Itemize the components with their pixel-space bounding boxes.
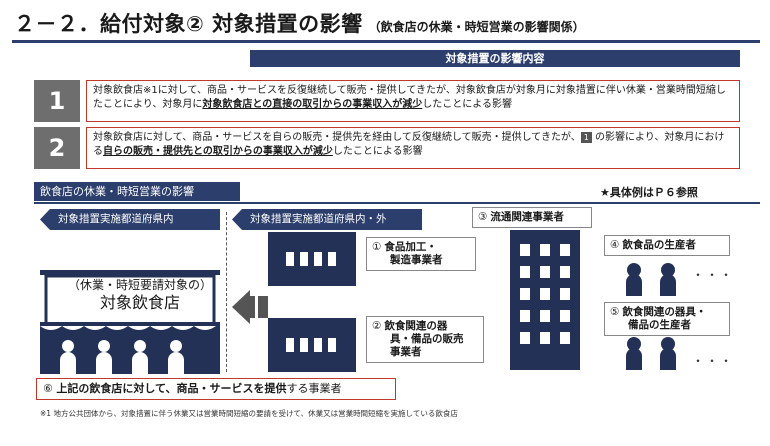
restaurant-label: （休業・時短要請対象の） 対象飲食店	[60, 277, 220, 311]
item-2-text-a: 対象飲食店に対して、商品・サービスを自らの販売・提供先を経由して反復継続して販売…	[93, 132, 581, 143]
arrow-right-shape	[232, 209, 422, 230]
producer-people-icon	[626, 263, 676, 296]
equipment-producer-people-icon	[626, 337, 676, 370]
supplier-text-rest: する事業者	[286, 382, 342, 395]
item-2-number: 2	[34, 127, 80, 169]
more-equipment-producers-dots: ・・・	[692, 354, 735, 368]
flow-arrow-icon	[232, 290, 268, 324]
item-1-text-a: 対象飲食店※1に対して、商品・サービスを反復継続して販売・提供してきたが、対象飲…	[93, 85, 726, 110]
region-divider	[226, 212, 227, 372]
footnote: ※1 地方公共団体から、対象措置に伴う休業又は営業時間短縮の要請を受けて、休業又…	[40, 409, 458, 418]
diagram-divider	[34, 202, 760, 204]
item-2-text-b: したことによる影響	[332, 146, 423, 157]
distribution-building-icon	[510, 230, 580, 370]
item-1-number: 1	[34, 80, 80, 122]
restaurant-label-line2: 対象飲食店	[99, 293, 180, 312]
restaurant-label-line1: （休業・時短要請対象の）	[67, 278, 212, 292]
more-producers-dots: ・・・	[692, 268, 735, 282]
title-main: ２－２．給付対象② 対象措置の影響	[14, 12, 363, 36]
title-sub: （飲食店の休業・時短営業の影響関係）	[368, 20, 585, 34]
arrow-left-shape	[40, 209, 220, 230]
supplier-text-em: 上記の飲食店に対して、商品・サービスを提供	[56, 382, 287, 395]
arrow-left-label: 対象措置実施都道府県内	[58, 213, 174, 225]
item-1-text: 対象飲食店※1に対して、商品・サービスを反復継続して販売・提供してきたが、対象飲…	[86, 80, 740, 122]
impact-header: 対象措置の影響内容	[250, 50, 740, 67]
factory-2-icon	[268, 318, 356, 372]
supplier-number: ⑥	[43, 382, 53, 395]
item-2-text-a2: の影響により、対象月における	[93, 132, 725, 157]
restaurant-building-icon	[40, 270, 220, 374]
diagram-note: ★具体例はＰ６参照	[600, 186, 698, 199]
supplier-box: ⑥ 上記の飲食店に対して、商品・サービスを提供する事業者	[36, 378, 396, 400]
title-divider	[12, 40, 760, 43]
item-2-text-em: 自らの販売・提供先との取引からの事業収入が減少	[103, 146, 333, 157]
arrow-right-label: 対象措置実施都道府県内・外	[250, 213, 387, 225]
item-1-text-b: したことによる影響	[422, 99, 513, 110]
page-title: ２－２．給付対象② 対象措置の影響 （飲食店の休業・時短営業の影響関係）	[14, 8, 585, 38]
item-2-ref-badge: 1	[580, 132, 592, 143]
factory-1-icon	[268, 232, 356, 286]
item-1-text-em: 対象飲食店との直接の取引からの事業収入が減少	[202, 99, 423, 110]
item-2-text: 対象飲食店に対して、商品・サービスを自らの販売・提供先を経由して反復継続して販売…	[86, 127, 740, 169]
diagram-header: 飲食店の休業・時短営業の影響	[34, 182, 240, 201]
